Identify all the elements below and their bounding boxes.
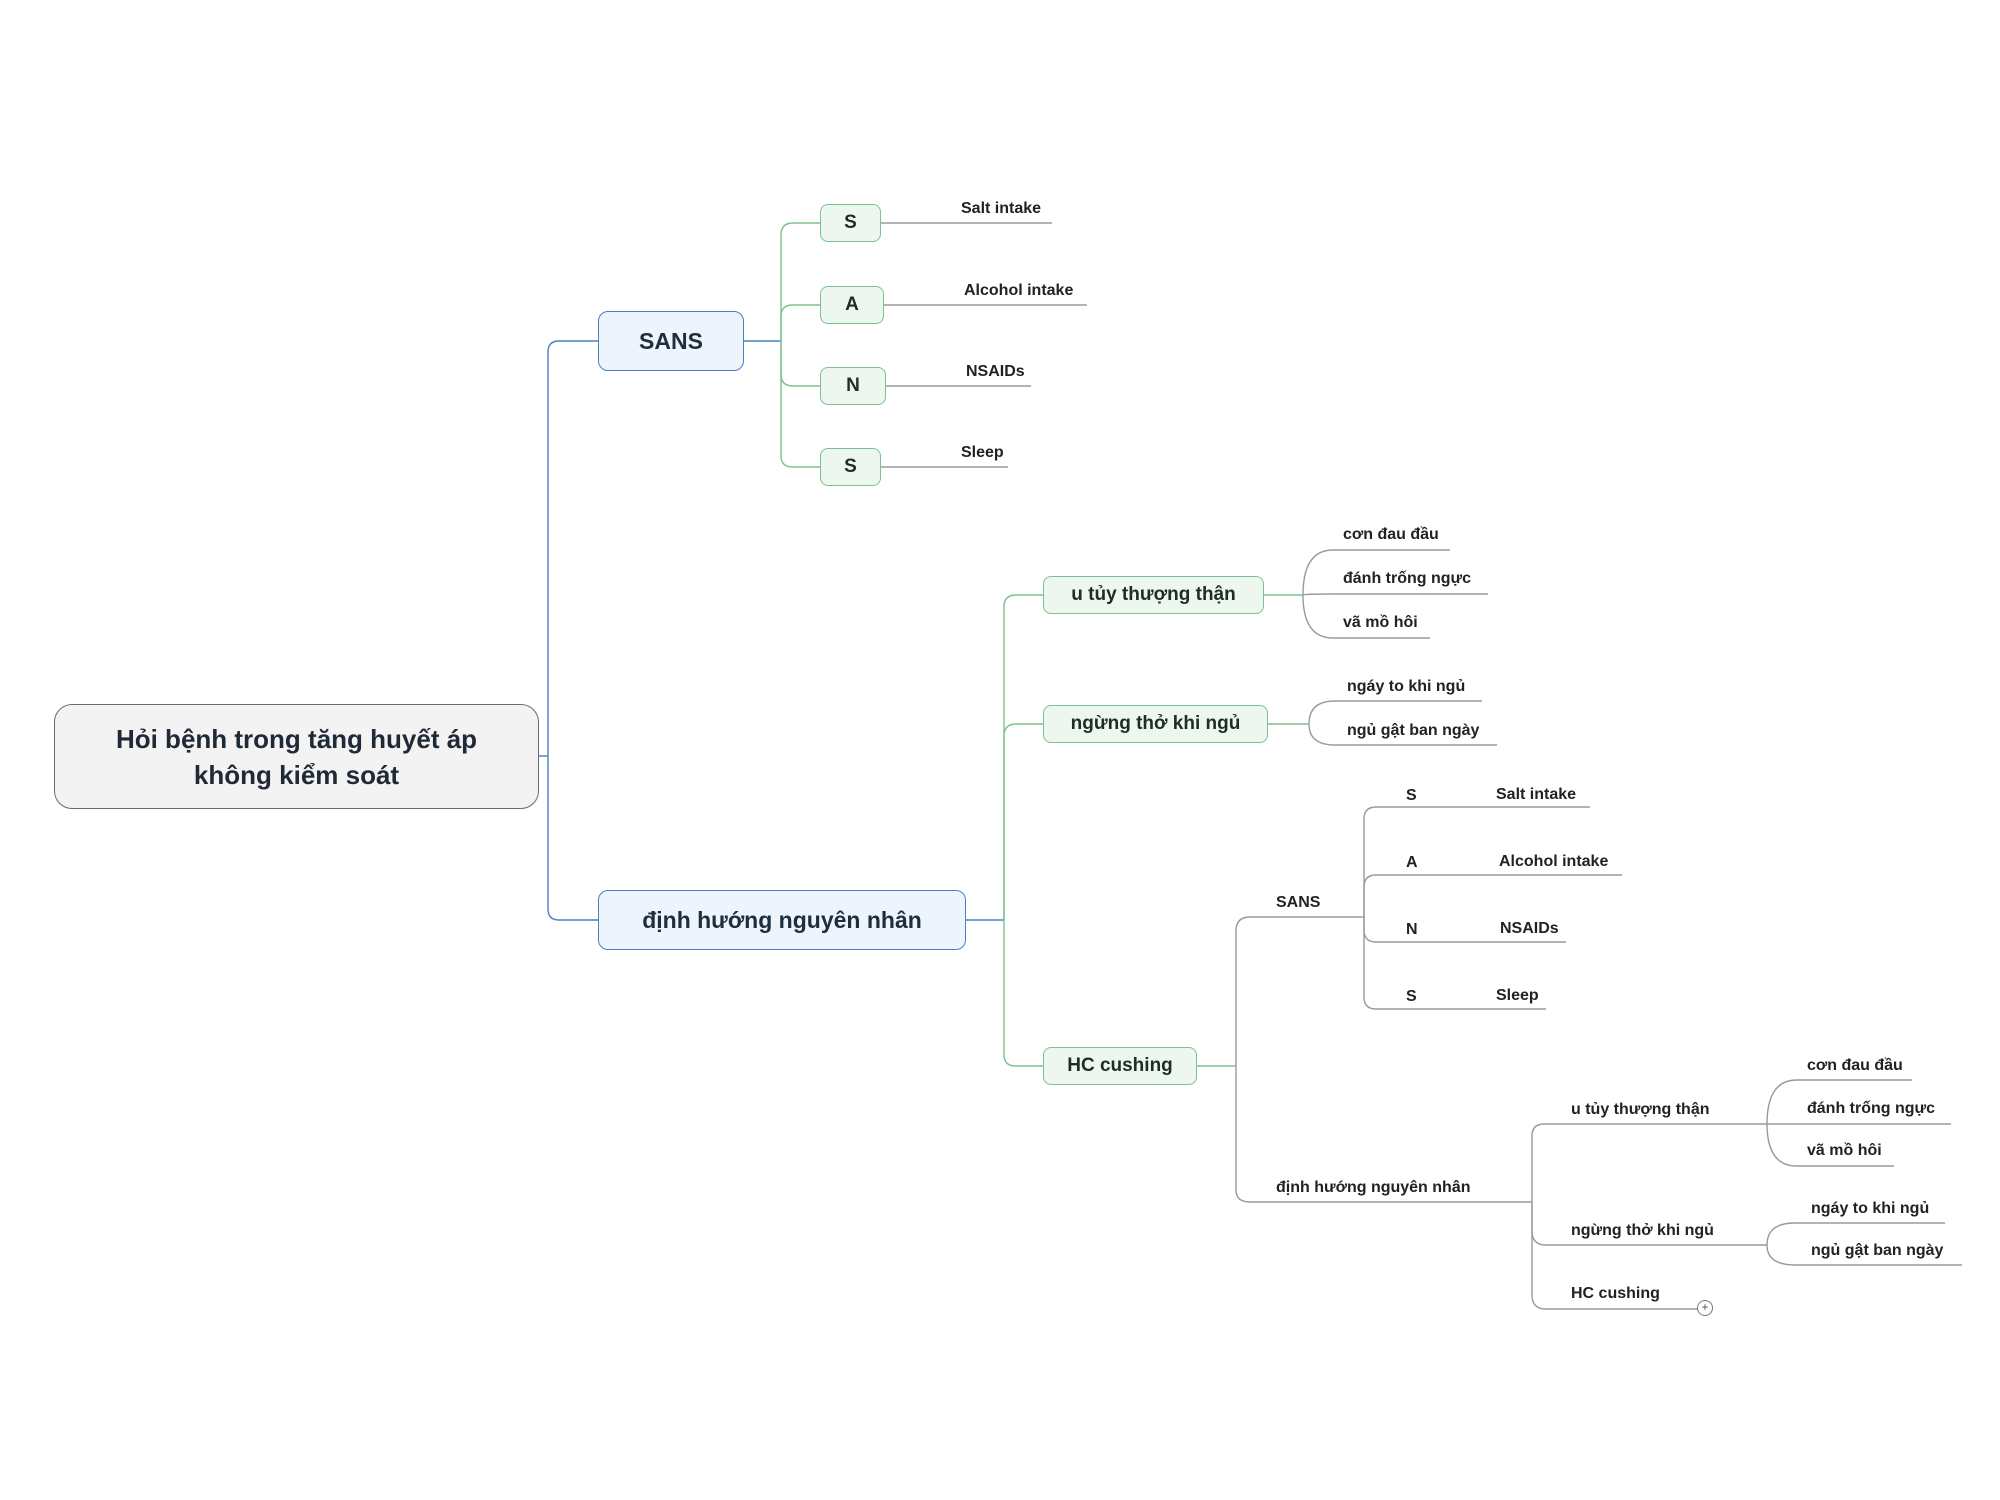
leaf-headache[interactable]: cơn đau đầu: [1343, 526, 1439, 543]
root-title-line1: Hỏi bệnh trong tăng huyết áp: [115, 723, 478, 754]
sans-letter-a[interactable]: A: [820, 286, 884, 324]
nested-leaf-salt-intake[interactable]: Salt intake: [1496, 786, 1577, 803]
root-title-line2: không kiểm soát: [193, 759, 400, 790]
leaf-salt-intake[interactable]: Salt intake: [961, 200, 1042, 217]
nested-topic-pheochromocytoma[interactable]: u tủy thượng thận: [1571, 1101, 1710, 1118]
sans-letter-n[interactable]: N: [820, 367, 886, 405]
nested-leaf-snoring[interactable]: ngáy to khi ngủ: [1811, 1200, 1930, 1217]
leaf-nsaids[interactable]: NSAIDs: [966, 363, 1025, 380]
nested-leaf-sleep[interactable]: Sleep: [1496, 987, 1539, 1004]
topic-sleep-apnea[interactable]: ngừng thở khi ngủ: [1043, 705, 1268, 743]
nested-sans-letter-n[interactable]: N: [1406, 921, 1418, 938]
nested-leaf-palpitations[interactable]: đánh trống ngực: [1807, 1100, 1936, 1117]
nested-topic-hc-cushing[interactable]: HC cushing: [1571, 1285, 1660, 1302]
nested-topic-sleep-apnea[interactable]: ngừng thở khi ngủ: [1571, 1222, 1714, 1239]
nested-sans-letter-a[interactable]: A: [1406, 854, 1418, 871]
topic-hc-cushing[interactable]: HC cushing: [1043, 1047, 1197, 1085]
leaf-daytime-sleepiness[interactable]: ngủ gật ban ngày: [1347, 722, 1480, 739]
sans-letter-s1[interactable]: S: [820, 204, 881, 242]
leaf-sleep[interactable]: Sleep: [961, 444, 1004, 461]
leaf-alcohol-intake[interactable]: Alcohol intake: [964, 282, 1074, 299]
sans-letter-s2[interactable]: S: [820, 448, 881, 486]
root-topic[interactable]: Hỏi bệnh trong tăng huyết áp không kiểm …: [54, 704, 539, 809]
nested-leaf-daytime-sleepiness[interactable]: ngủ gật ban ngày: [1811, 1242, 1944, 1259]
topic-pheochromocytoma[interactable]: u tủy thượng thận: [1043, 576, 1264, 614]
nested-sans-letter-s1[interactable]: S: [1406, 787, 1417, 804]
nested-leaf-nsaids[interactable]: NSAIDs: [1500, 920, 1559, 937]
leaf-sweating[interactable]: vã mồ hôi: [1343, 614, 1418, 631]
nested-sans-letter-s2[interactable]: S: [1406, 988, 1417, 1005]
nested-leaf-sweating[interactable]: vã mồ hôi: [1807, 1142, 1882, 1159]
nested-leaf-alcohol-intake[interactable]: Alcohol intake: [1499, 853, 1609, 870]
topic-sans[interactable]: SANS: [598, 311, 744, 371]
nested-cause-label[interactable]: định hướng nguyên nhân: [1276, 1179, 1471, 1196]
expand-plus-icon[interactable]: +: [1697, 1300, 1713, 1316]
nested-leaf-headache[interactable]: cơn đau đầu: [1807, 1057, 1903, 1074]
leaf-snoring[interactable]: ngáy to khi ngủ: [1347, 678, 1466, 695]
topic-cause[interactable]: định hướng nguyên nhân: [598, 890, 966, 950]
leaf-palpitations[interactable]: đánh trống ngực: [1343, 570, 1472, 587]
nested-sans-label[interactable]: SANS: [1276, 894, 1321, 911]
